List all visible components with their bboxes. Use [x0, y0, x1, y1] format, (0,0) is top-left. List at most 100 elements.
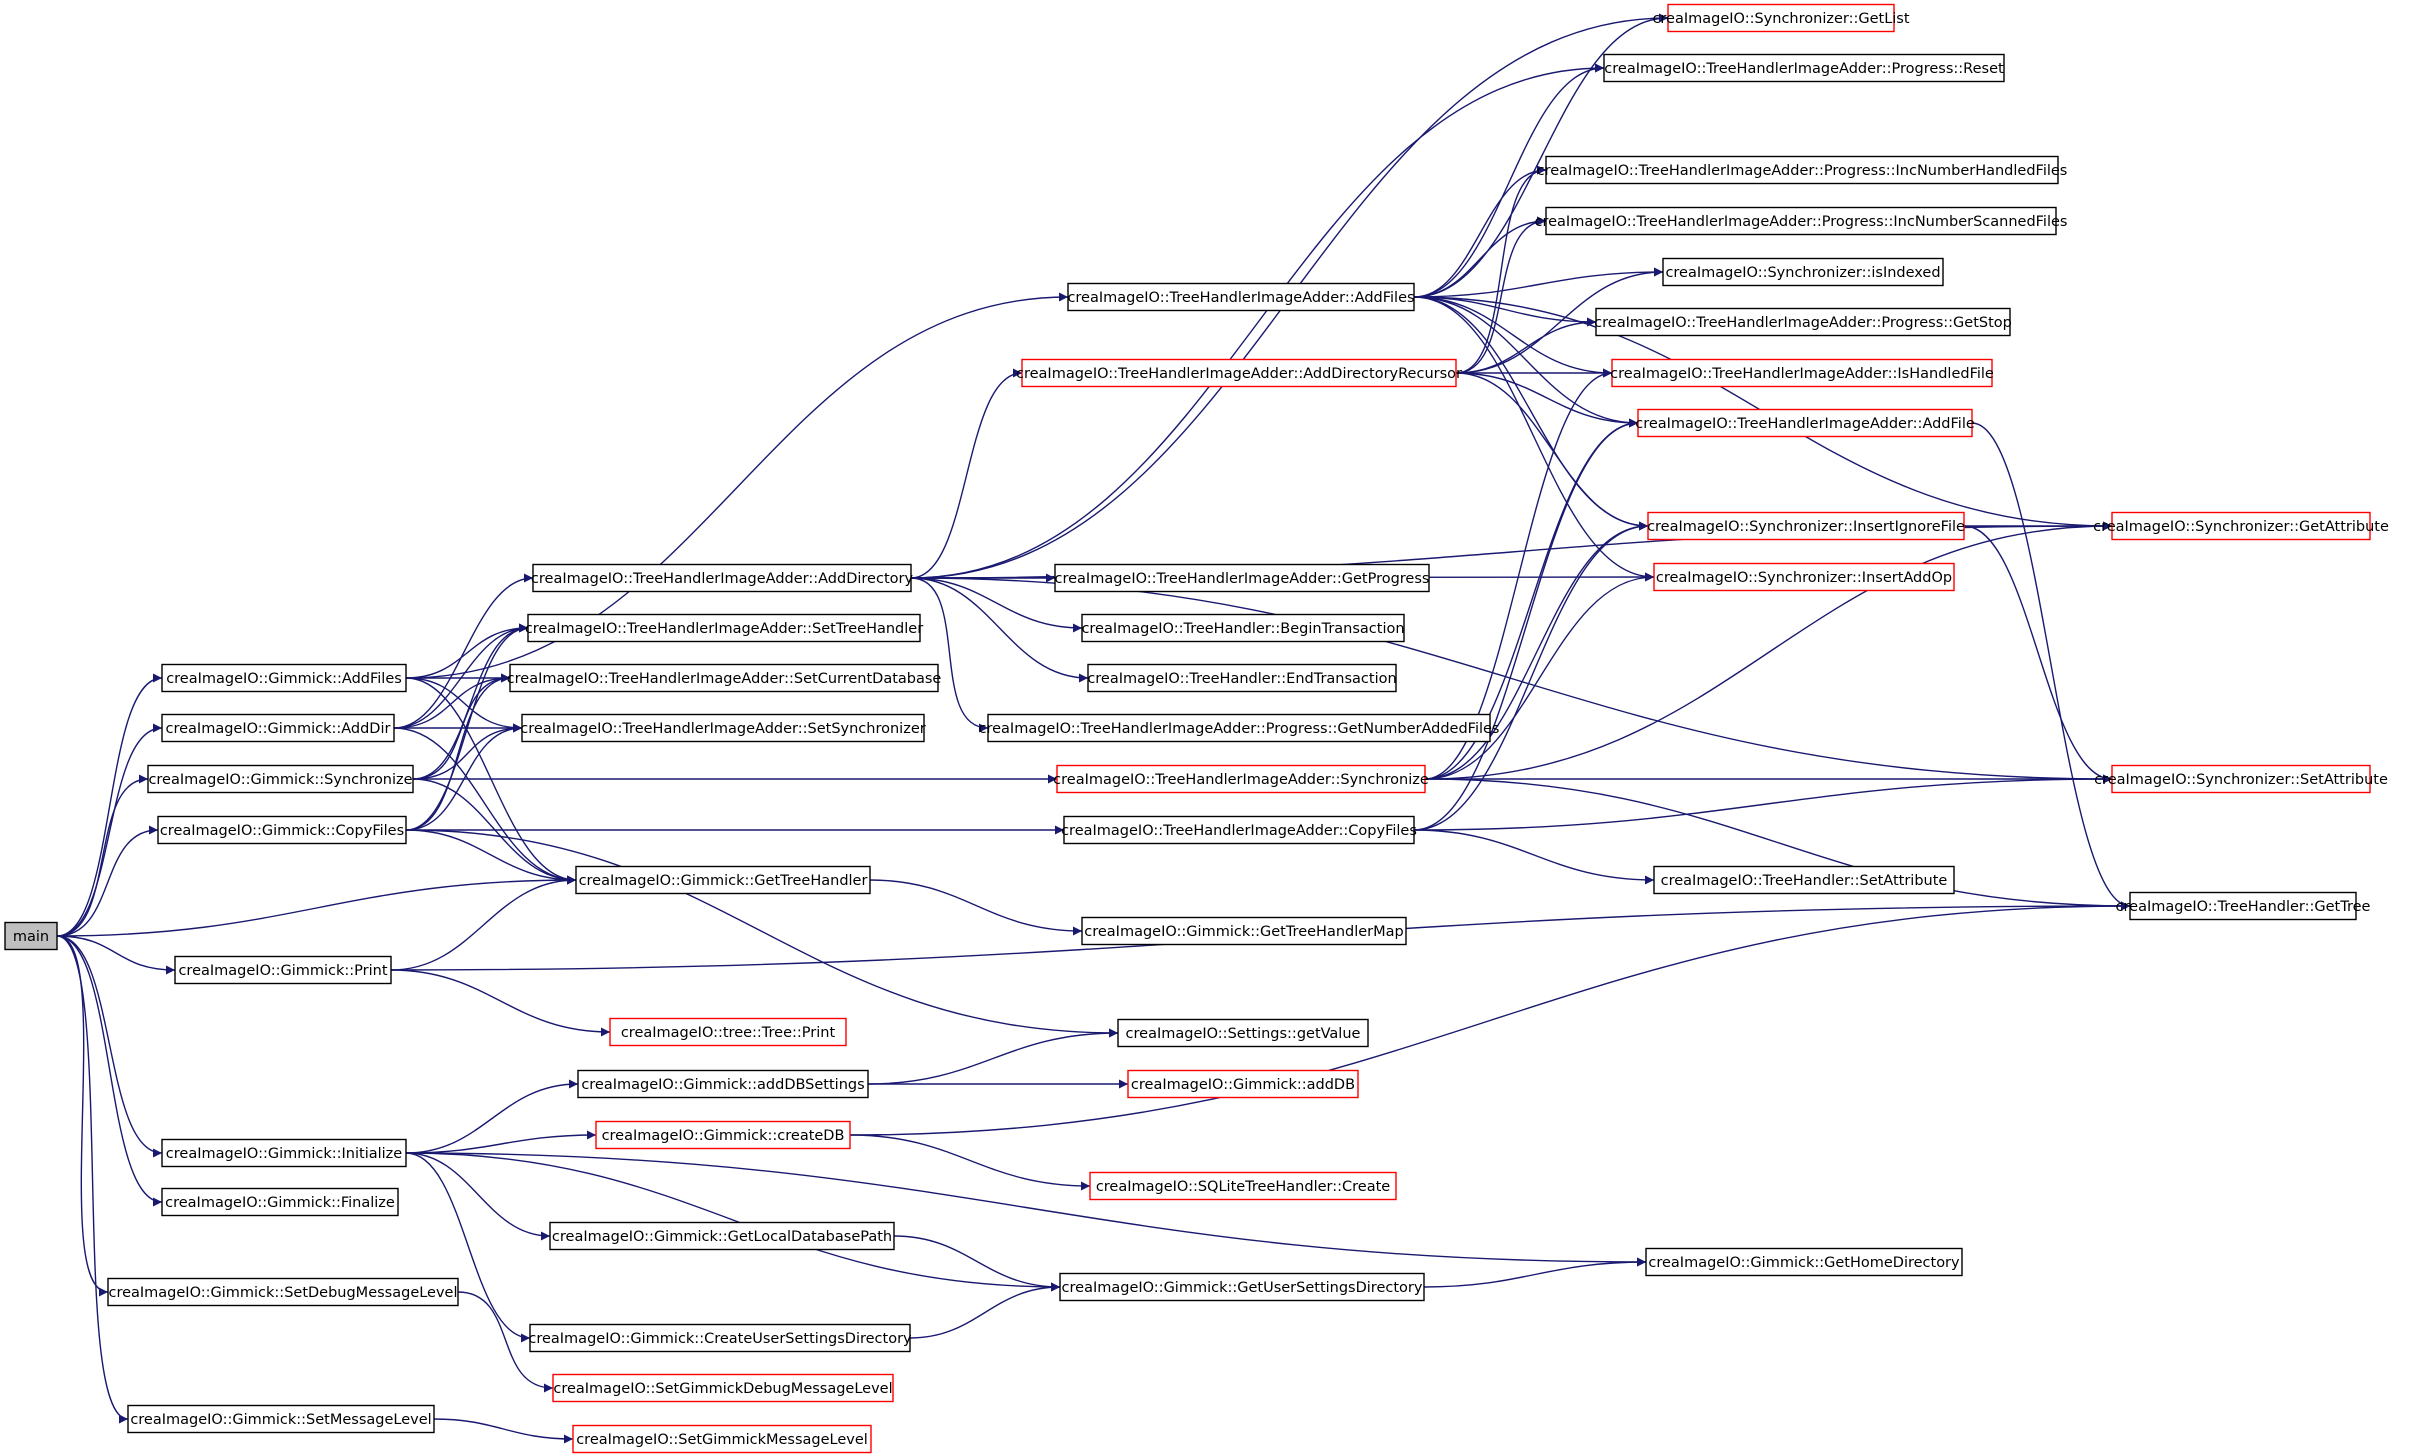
node-creaimageio-treehandlerimageadder-synchronize[interactable]: creaImageIO::TreeHandlerImageAdder::Sync… [1053, 764, 1429, 794]
call-edge-gInit-to-gAddDBS [405, 1079, 579, 1154]
node-creaimageio-gimmick-gethomedirectory[interactable]: creaImageIO::Gimmick::GetHomeDirectory [1645, 1247, 1963, 1277]
node-box [1021, 358, 1457, 388]
node-creaimageio-synchronizer-insertignorefile[interactable]: creaImageIO::Synchronizer::InsertIgnoreF… [1647, 511, 1965, 541]
node-creaimageio-treehandlerimageadder-progress-getnumberaddedfiles[interactable]: creaImageIO::TreeHandlerImageAdder::Prog… [979, 713, 1500, 743]
call-edge-gCopy-to-tSetSync [405, 723, 523, 831]
node-label: creaImageIO::TreeHandlerImageAdder::AddD… [531, 571, 914, 587]
node-label: creaImageIO::Gimmick::GetTreeHandler [579, 873, 868, 889]
call-edge-gCopy-to-tSetCD [405, 673, 511, 831]
node-creaimageio-gimmick-addfiles[interactable]: creaImageIO::Gimmick::AddFiles [161, 663, 407, 693]
node-creaimageio-treehandlerimageadder-addfiles[interactable]: creaImageIO::TreeHandlerImageAdder::AddF… [1067, 282, 1415, 312]
node-creaimageio-treehandlerimageadder-setsynchronizer[interactable]: creaImageIO::TreeHandlerImageAdder::SetS… [520, 713, 926, 743]
node-creaimageio-gimmick-adddbsettings[interactable]: creaImageIO::Gimmick::addDBSettings [577, 1069, 869, 1099]
node-creaimageio-gimmick-copyfiles[interactable]: creaImageIO::Gimmick::CopyFiles [157, 815, 407, 845]
node-creaimageio-tree-tree-print[interactable]: creaImageIO::tree::Tree::Print [609, 1017, 847, 1047]
node-creaimageio-setgimmickdebugmessagelevel[interactable]: creaImageIO::SetGimmickDebugMessageLevel [552, 1373, 894, 1403]
node-creaimageio-treehandlerimageadder-adddirectory[interactable]: creaImageIO::TreeHandlerImageAdder::AddD… [531, 563, 914, 593]
node-box [161, 713, 395, 743]
node-box [1087, 663, 1397, 693]
node-creaimageio-synchronizer-getattribute[interactable]: creaImageIO::Synchronizer::GetAttribute [2093, 511, 2389, 541]
node-creaimageio-gimmick-gettreehandlermap[interactable]: creaImageIO::Gimmick::GetTreeHandlerMap [1081, 916, 1407, 946]
node-creaimageio-gimmick-createusersettingsdirectory[interactable]: creaImageIO::Gimmick::CreateUserSettings… [528, 1323, 912, 1353]
node-creaimageio-setgimmickmessagelevel[interactable]: creaImageIO::SetGimmickMessageLevel [572, 1424, 872, 1454]
node-label: creaImageIO::Gimmick::Finalize [165, 1195, 395, 1211]
node-label: creaImageIO::Gimmick::GetTreeHandlerMap [1084, 924, 1403, 940]
node-creaimageio-settings-getvalue[interactable]: creaImageIO::Settings::getValue [1117, 1018, 1369, 1048]
node-label: creaImageIO::TreeHandlerImageAdder::Prog… [1537, 163, 2068, 179]
node-creaimageio-treehandlerimageadder-adddirectoryrecursor[interactable]: creaImageIO::TreeHandlerImageAdder::AddD… [1016, 358, 1462, 388]
call-edge-tAddDir-to-tAddDirRec [910, 368, 1023, 579]
node-creaimageio-gimmick-setmessagelevel[interactable]: creaImageIO::Gimmick::SetMessageLevel [127, 1404, 435, 1434]
call-edge-tAddDirRec-to-pGetStop [1455, 317, 1597, 374]
call-edge-gCreateUSD-to-gUSD [909, 1282, 1061, 1339]
call-edge-main-to-gSync [56, 774, 149, 937]
node-creaimageio-synchronizer-setattribute[interactable]: creaImageIO::Synchronizer::SetAttribute [2094, 764, 2388, 794]
node-label: creaImageIO::Gimmick::Synchronize [148, 772, 412, 788]
call-edge-tAddDir-to-tProgNAF [910, 577, 989, 733]
node-box [174, 955, 392, 985]
call-edge-gLocalDB-to-gUSD [893, 1235, 1061, 1292]
node-creaimageio-gimmick-createdb[interactable]: creaImageIO::Gimmick::createDB [595, 1120, 851, 1150]
node-creaimageio-treehandler-begintransaction[interactable]: creaImageIO::TreeHandler::BeginTransacti… [1081, 613, 1405, 643]
node-label: creaImageIO::Gimmick::GetLocalDatabasePa… [552, 1229, 892, 1245]
node-creaimageio-gimmick-adddir[interactable]: creaImageIO::Gimmick::AddDir [161, 713, 395, 743]
node-creaimageio-treehandlerimageadder-setcurrentdatabase[interactable]: creaImageIO::TreeHandlerImageAdder::SetC… [507, 663, 942, 693]
call-edge-gAddFiles-to-tSetSync [405, 677, 523, 733]
node-label: creaImageIO::Gimmick::Initialize [166, 1146, 402, 1162]
call-edge-tAddDirRec-to-pIncH [1455, 165, 1547, 374]
call-edge-gInit-to-gUSD [405, 1152, 1061, 1292]
node-label: creaImageIO::Gimmick::AddDir [166, 721, 391, 737]
call-edge-tAddDir-to-thEnd [910, 577, 1089, 683]
node-creaimageio-treehandlerimageadder-progress-reset[interactable]: creaImageIO::TreeHandlerImageAdder::Prog… [1603, 53, 2005, 83]
node-creaimageio-gimmick-getlocaldatabasepath[interactable]: creaImageIO::Gimmick::GetLocalDatabasePa… [549, 1221, 895, 1251]
node-creaimageio-gimmick-adddb[interactable]: creaImageIO::Gimmick::addDB [1127, 1069, 1359, 1099]
node-box [1645, 1247, 1963, 1277]
call-edge-tAddFiles-to-tAddFile [1413, 296, 1639, 428]
node-box [532, 563, 912, 593]
node-creaimageio-treehandlerimageadder-copyfiles[interactable]: creaImageIO::TreeHandlerImageAdder::Copy… [1061, 815, 1417, 845]
call-edge-tAddDirRec-to-tAddFile [1455, 372, 1639, 428]
node-label: creaImageIO::Gimmick::AddFiles [166, 671, 402, 687]
node-label: creaImageIO::TreeHandlerImageAdder::GetP… [1055, 571, 1430, 587]
node-creaimageio-gimmick-gettreehandler[interactable]: creaImageIO::Gimmick::GetTreeHandler [575, 865, 871, 895]
node-box [572, 1424, 872, 1454]
node-creaimageio-treehandler-setattribute[interactable]: creaImageIO::TreeHandler::SetAttribute [1653, 865, 1955, 895]
node-creaimageio-synchronizer-isindexed[interactable]: creaImageIO::Synchronizer::isIndexed [1662, 257, 1944, 287]
call-edge-gAddDBS-to-settingsGet [867, 1028, 1119, 1085]
node-creaimageio-gimmick-setdebugmessagelevel[interactable]: creaImageIO::Gimmick::SetDebugMessageLev… [107, 1277, 459, 1307]
node-box [521, 713, 925, 743]
node-creaimageio-sqlitetreehandler-create[interactable]: creaImageIO::SQLiteTreeHandler::Create [1089, 1171, 1397, 1201]
node-creaimageio-gimmick-initialize[interactable]: creaImageIO::Gimmick::Initialize [161, 1138, 407, 1168]
call-edge-main-to-gInit [56, 935, 163, 1158]
node-box [161, 1138, 407, 1168]
node-label: creaImageIO::TreeHandlerImageAdder::SetC… [507, 671, 942, 687]
node-creaimageio-treehandlerimageadder-getprogress[interactable]: creaImageIO::TreeHandlerImageAdder::GetP… [1054, 563, 1430, 593]
node-creaimageio-gimmick-getusersettingsdirectory[interactable]: creaImageIO::Gimmick::GetUserSettingsDir… [1059, 1272, 1425, 1302]
node-box [1653, 865, 1955, 895]
node-creaimageio-treehandler-gettree[interactable]: creaImageIO::TreeHandler::GetTree [2116, 891, 2371, 921]
node-creaimageio-treehandlerimageadder-progress-incnumberhandledfiles[interactable]: creaImageIO::TreeHandlerImageAdder::Prog… [1537, 155, 2068, 185]
node-label: creaImageIO::Synchronizer::InsertAddOp [1656, 570, 1952, 586]
call-edge-tAddFiles-to-sIsIdx [1413, 267, 1664, 298]
call-edge-main-to-gCopy [56, 825, 159, 937]
node-label: creaImageIO::Gimmick::GetHomeDirectory [1648, 1255, 1960, 1271]
node-creaimageio-treehandlerimageadder-progress-incnumberscannedfiles[interactable]: creaImageIO::TreeHandlerImageAdder::Prog… [1535, 206, 2068, 236]
node-label: creaImageIO::TreeHandler::EndTransaction [1087, 671, 1396, 687]
node-creaimageio-gimmick-synchronize[interactable]: creaImageIO::Gimmick::Synchronize [147, 764, 414, 794]
node-creaimageio-treehandlerimageadder-addfile[interactable]: creaImageIO::TreeHandlerImageAdder::AddF… [1635, 408, 1975, 438]
node-creaimageio-gimmick-print[interactable]: creaImageIO::Gimmick::Print [174, 955, 392, 985]
node-box [1063, 815, 1415, 845]
node-creaimageio-synchronizer-insertaddop[interactable]: creaImageIO::Synchronizer::InsertAddOp [1653, 562, 1955, 592]
node-box [1653, 562, 1955, 592]
node-creaimageio-treehandlerimageadder-progress-getstop[interactable]: creaImageIO::TreeHandlerImageAdder::Prog… [1594, 307, 2012, 337]
node-creaimageio-gimmick-finalize[interactable]: creaImageIO::Gimmick::Finalize [161, 1187, 399, 1217]
call-edge-tAddFiles-to-pReset [1413, 63, 1605, 298]
node-creaimageio-treehandler-endtransaction[interactable]: creaImageIO::TreeHandler::EndTransaction [1087, 663, 1397, 693]
node-label: main [13, 929, 49, 945]
node-creaimageio-treehandlerimageadder-settreehandler[interactable]: creaImageIO::TreeHandlerImageAdder::SetT… [525, 613, 923, 643]
node-box [577, 1069, 869, 1099]
call-edge-gCopy-to-tSetTH [405, 623, 529, 831]
node-creaimageio-treehandlerimageadder-ishandledfile[interactable]: creaImageIO::TreeHandlerImageAdder::IsHa… [1610, 358, 1994, 388]
node-creaimageio-synchronizer-getlist[interactable]: creaImageIO::Synchronizer::GetList [1652, 3, 1910, 33]
